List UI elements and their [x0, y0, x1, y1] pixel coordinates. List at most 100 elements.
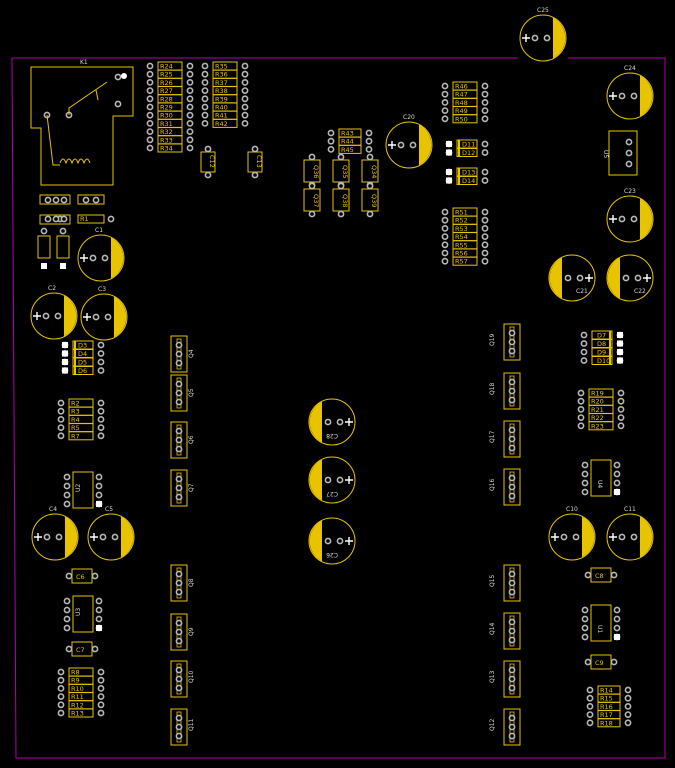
pad: [63, 500, 71, 508]
transistor-label: Q19: [489, 333, 496, 346]
pad: [308, 182, 316, 190]
transistor-label: Q39: [370, 194, 378, 207]
capacitor-label: C22: [634, 288, 646, 295]
capacitor-pad: [634, 274, 642, 282]
pad: [175, 684, 183, 692]
pad: [201, 62, 209, 70]
pad: [581, 633, 589, 641]
capacitor-polarity-band: [549, 257, 562, 299]
pad: [146, 136, 154, 144]
pad: [481, 107, 489, 114]
pad: [508, 714, 516, 722]
pad: [65, 572, 73, 580]
resistor-label: R54: [455, 233, 468, 241]
pad: [508, 435, 516, 443]
pad: [610, 658, 618, 666]
resistor-label: R18: [600, 719, 613, 727]
pad: [613, 624, 621, 632]
pad: [95, 615, 103, 623]
pad: [617, 405, 625, 413]
capacitor-pad: [618, 533, 626, 541]
transistor-outline: [503, 468, 521, 506]
transistor-label: Q6: [188, 435, 195, 444]
pad: [441, 233, 449, 240]
transistor-outline: [503, 323, 521, 361]
pad: [481, 168, 489, 176]
pad: [577, 414, 585, 421]
resistor-label: R11: [71, 693, 84, 701]
transistor-label: Q15: [489, 574, 496, 587]
capacitor-pad: [101, 254, 109, 262]
capacitor-polarity-band: [553, 17, 566, 59]
resistor-label: R44: [341, 138, 354, 146]
resistor-label: R57: [455, 258, 468, 266]
pad: [60, 215, 68, 223]
pad: [441, 224, 449, 232]
capacitor-polarity-band: [121, 516, 134, 558]
resistor-label: R16: [600, 703, 613, 711]
pad: [580, 357, 588, 364]
pad: [441, 90, 449, 98]
pad: [201, 103, 209, 111]
plus-mark: [585, 274, 593, 282]
resistor-label: R55: [455, 241, 468, 249]
pad: [508, 474, 516, 482]
square-pad: [617, 340, 623, 347]
pad: [508, 636, 516, 644]
capacitor-pad: [89, 254, 97, 262]
resistor-label: [68, 431, 94, 441]
pad: [508, 732, 516, 740]
pad: [175, 619, 183, 627]
diode-body: [591, 356, 613, 365]
header-outline: [77, 194, 105, 205]
pad: [577, 389, 585, 397]
pad: [617, 422, 625, 430]
capacitor-label: C8: [595, 572, 604, 580]
pad: [175, 398, 183, 406]
pad: [241, 111, 249, 119]
relay-contact-symbol: [46, 81, 108, 166]
ic-label: U4: [596, 480, 603, 488]
pad: [581, 615, 589, 623]
resistor-label: R7: [71, 432, 80, 440]
square-pad: [617, 349, 623, 355]
diode-label: D7: [597, 332, 606, 340]
pad: [186, 120, 194, 127]
plus-mark: [345, 537, 353, 545]
capacitor-label: C11: [624, 506, 636, 513]
pad: [95, 606, 103, 614]
pad: [581, 461, 589, 469]
pad: [57, 432, 65, 440]
transistor-outline: [503, 612, 521, 650]
pad: [580, 348, 588, 356]
pad: [613, 470, 621, 478]
pad: [204, 145, 212, 153]
pad: [441, 99, 449, 106]
square-pad: [96, 501, 102, 507]
capacitor-polarity-band: [64, 295, 77, 337]
capacitor-label: C13: [255, 155, 263, 168]
pad: [366, 153, 374, 161]
resistor-label: R41: [215, 112, 228, 120]
pad: [175, 723, 183, 731]
transistor-outline: [503, 708, 521, 746]
pad: [186, 87, 194, 94]
pad: [57, 668, 65, 676]
square-pad: [446, 177, 452, 184]
square-pad: [96, 625, 102, 631]
pad: [175, 666, 183, 674]
pad: [40, 227, 48, 235]
pad: [63, 606, 71, 614]
pad: [97, 668, 105, 676]
resistor-label: R32: [160, 128, 173, 136]
pad: [441, 241, 449, 249]
resistor-label: R56: [455, 250, 468, 258]
resistor-label: R53: [455, 225, 468, 233]
pad: [57, 701, 65, 709]
transistor-outline: [170, 660, 188, 698]
resistor-label: R27: [160, 87, 173, 95]
pad: [508, 329, 516, 337]
pad: [186, 144, 194, 152]
resistor-label: R26: [160, 79, 173, 87]
pad: [97, 693, 105, 700]
